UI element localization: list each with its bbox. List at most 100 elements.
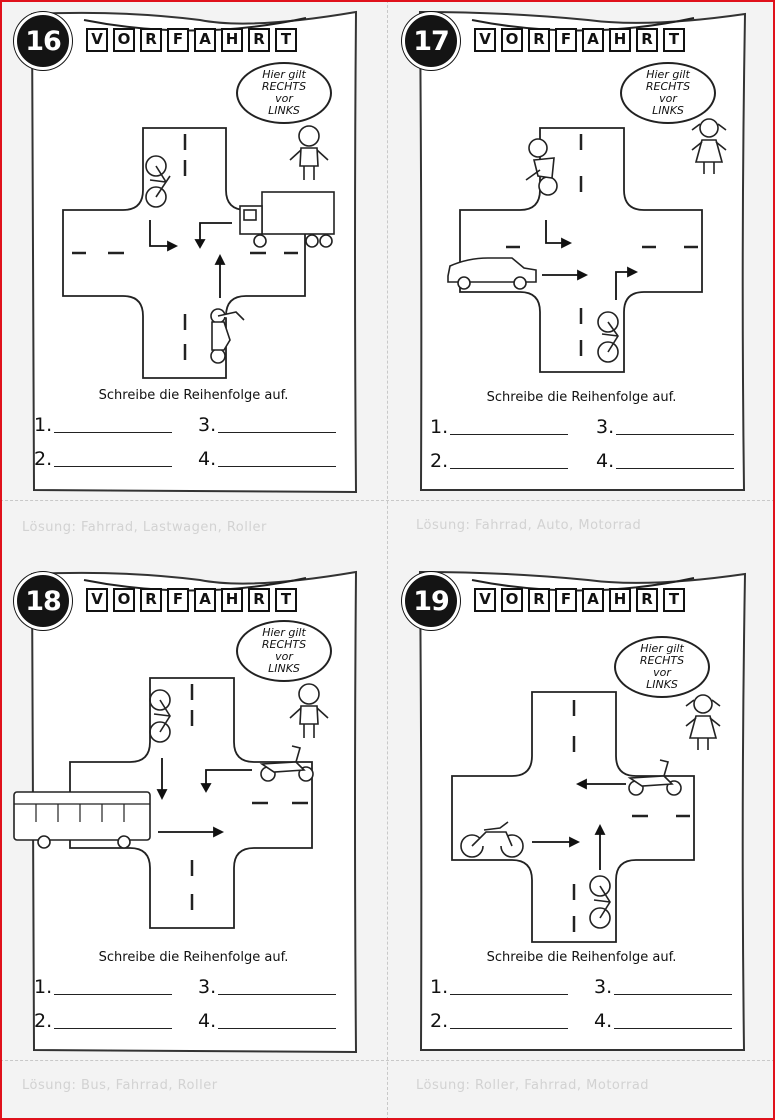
banner-flag: F: [167, 588, 189, 612]
bubble-line: vor: [275, 650, 293, 663]
answer-label-2: 2.: [34, 1010, 53, 1032]
bubble-line: LINKS: [652, 104, 684, 117]
cut-line-horizontal-bottom: [0, 1060, 775, 1061]
banner-flag: A: [582, 28, 604, 52]
banner-flag: R: [140, 588, 162, 612]
answer-line-3[interactable]: [218, 994, 336, 995]
girl-figure: [691, 118, 727, 174]
answer-label-3: 3.: [198, 414, 217, 436]
banner-flag: V: [474, 28, 496, 52]
answer-label-4: 4.: [198, 1010, 217, 1032]
speech-bubble: Hier gilt RECHTS vor LINKS: [620, 62, 716, 124]
answer-line-2[interactable]: [450, 468, 568, 469]
card-sheet: [418, 10, 747, 491]
banner-flag: A: [194, 28, 216, 52]
answer-label-2: 2.: [430, 450, 449, 472]
vorfahrt-banner: V O R F A H R T: [86, 582, 306, 622]
bubble-line: Hier gilt: [640, 642, 684, 655]
vorfahrt-banner: V O R F A H R T: [474, 22, 694, 62]
answer-label-4: 4.: [198, 448, 217, 470]
answer-line-4[interactable]: [218, 466, 336, 467]
banner-flag: O: [501, 28, 523, 52]
direction-arrows: [532, 778, 626, 870]
bubble-line: vor: [275, 92, 293, 105]
girl-figure: [685, 694, 721, 750]
banner-flag: T: [275, 28, 297, 52]
crossroad: [62, 127, 306, 379]
worksheet-card-16: 16 V O R F A H R T Hier gilt RECHTS vor …: [0, 0, 387, 560]
answer-line-2[interactable]: [54, 1028, 172, 1029]
instruction-text: Schreibe die Reihenfolge auf.: [486, 390, 677, 405]
banner-flag: V: [86, 588, 108, 612]
answer-line-1[interactable]: [54, 994, 172, 995]
direction-arrows: [156, 758, 252, 838]
car-icon: [447, 257, 537, 290]
card-number-badge: 17: [402, 12, 460, 70]
banner-flag: H: [609, 28, 631, 52]
bicycle-icon: [597, 311, 619, 363]
speech-bubble: Hier gilt RECHTS vor LINKS: [236, 62, 332, 124]
answer-line-1[interactable]: [450, 434, 568, 435]
answer-line-1[interactable]: [450, 994, 568, 995]
card-sheet: [418, 570, 747, 1051]
bubble-line: RECHTS: [645, 80, 691, 93]
bicycle-icon: [149, 689, 171, 743]
bubble-line: vor: [659, 92, 677, 105]
vorfahrt-banner: V O R F A H R T: [86, 22, 306, 62]
answer-label-1: 1.: [34, 414, 53, 436]
answer-label-3: 3.: [596, 416, 615, 438]
banner-flag: R: [140, 28, 162, 52]
banner-flag: R: [248, 588, 270, 612]
boy-figure: [289, 683, 329, 738]
card-sheet: [30, 10, 358, 494]
crossroad: [451, 691, 695, 943]
crossroad: [459, 127, 703, 373]
answer-label-4: 4.: [596, 450, 615, 472]
bicycle-icon: [589, 875, 611, 929]
answer-line-1[interactable]: [54, 432, 172, 433]
answer-line-3[interactable]: [616, 434, 734, 435]
banner-flag: A: [194, 588, 216, 612]
banner-flag: R: [528, 588, 550, 612]
bubble-line: RECHTS: [261, 80, 307, 93]
answer-label-1: 1.: [34, 976, 53, 998]
banner-flag: V: [86, 28, 108, 52]
card-number-badge: 18: [14, 572, 72, 630]
bubble-line: LINKS: [646, 678, 678, 691]
banner-flag: O: [501, 588, 523, 612]
worksheet-card-17: 17 V O R F A H R T Hier gilt RECHTS vor …: [388, 0, 775, 560]
speech-bubble: Hier gilt RECHTS vor LINKS: [614, 636, 710, 698]
instruction-text: Schreibe die Reihenfolge auf.: [98, 388, 289, 403]
answer-label-3: 3.: [198, 976, 217, 998]
direction-arrows: [542, 220, 639, 300]
scooter-icon: [259, 745, 314, 782]
answer-line-4[interactable]: [218, 1028, 336, 1029]
speech-bubble: Hier gilt RECHTS vor LINKS: [236, 620, 332, 682]
answer-label-1: 1.: [430, 976, 449, 998]
banner-flag: F: [167, 28, 189, 52]
answer-label-1: 1.: [430, 416, 449, 438]
worksheet-card-19: 19 V O R F A H R T Hier gilt RECHTS vor …: [388, 560, 775, 1120]
motorcycle-icon: [525, 138, 558, 196]
bubble-line: LINKS: [268, 662, 300, 675]
answer-line-2[interactable]: [54, 466, 172, 467]
answer-line-4[interactable]: [616, 468, 734, 469]
banner-flag: T: [663, 588, 685, 612]
banner-flag: R: [528, 28, 550, 52]
answer-line-3[interactable]: [218, 432, 336, 433]
banner-flag: H: [609, 588, 631, 612]
banner-flag: A: [582, 588, 604, 612]
answer-line-2[interactable]: [450, 1028, 568, 1029]
bubble-line: vor: [653, 666, 671, 679]
solution-text: Lösung: Bus, Fahrrad, Roller: [22, 1078, 218, 1093]
answer-line-3[interactable]: [614, 994, 732, 995]
cut-line-horizontal-top: [0, 500, 775, 501]
worksheet-card-18: 18 V O R F A H R T Hier gilt RECHTS vor …: [0, 560, 387, 1120]
answer-label-4: 4.: [594, 1010, 613, 1032]
banner-flag: O: [113, 28, 135, 52]
answer-label-2: 2.: [34, 448, 53, 470]
bubble-line: LINKS: [268, 104, 300, 117]
instruction-text: Schreibe die Reihenfolge auf.: [486, 950, 677, 965]
answer-line-4[interactable]: [614, 1028, 732, 1029]
bubble-line: RECHTS: [261, 638, 307, 651]
